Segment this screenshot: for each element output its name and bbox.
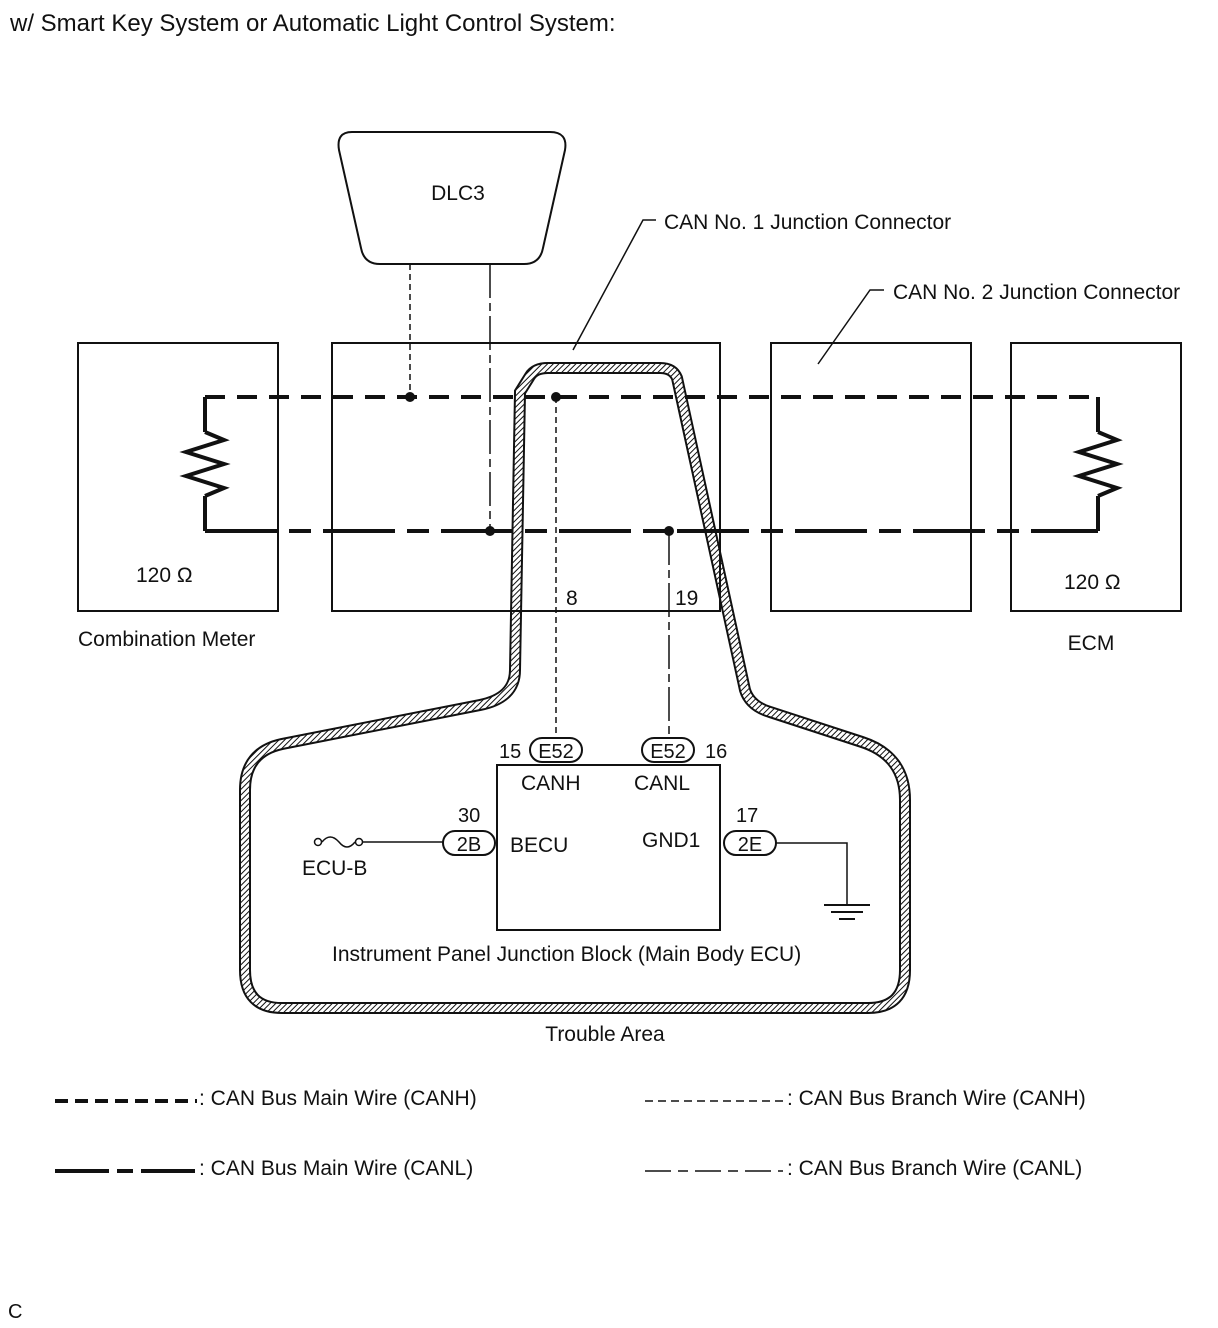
dlc3-label: DLC3 <box>431 182 485 205</box>
ecm-label: ECM <box>1068 632 1115 655</box>
becu-label: BECU <box>510 834 568 857</box>
resistor-right-value: 120 Ω <box>1064 571 1121 594</box>
gnd-pin: 17 <box>736 805 758 827</box>
combination-meter-label: Combination Meter <box>78 628 255 651</box>
connector-e52-canh: E52 <box>529 737 583 763</box>
connector-2e: 2E <box>723 830 777 856</box>
dlc3-connector: DLC3 <box>337 131 567 265</box>
legend-branch-canh: : CAN Bus Branch Wire (CANH) <box>787 1087 1086 1110</box>
ground-icon <box>824 904 870 920</box>
legend-main-canl: : CAN Bus Main Wire (CANL) <box>199 1157 473 1180</box>
connector-e52-canl: E52 <box>641 737 695 763</box>
ecu-canh-label: CANH <box>521 772 581 795</box>
junction-dot-dlc3-canl <box>485 526 495 536</box>
can-jc1-box <box>331 342 721 612</box>
jc1-pin-canl: 19 <box>675 587 698 610</box>
e52-canh-pin: 15 <box>499 741 521 763</box>
fuse-icon <box>313 836 364 848</box>
page-title: w/ Smart Key System or Automatic Light C… <box>9 10 616 37</box>
legend: : CAN Bus Main Wire (CANH) : CAN Bus Bra… <box>55 1087 1086 1180</box>
connector-2b-label: 2B <box>457 834 481 856</box>
combination-meter-box <box>77 342 279 612</box>
gnd1-label: GND1 <box>642 829 700 852</box>
connector-2e-label: 2E <box>738 834 762 856</box>
ecu-canl-label: CANL <box>634 772 690 795</box>
connector-e52-canl-label: E52 <box>650 741 686 763</box>
trouble-area-label: Trouble Area <box>545 1023 665 1046</box>
footnote-label: C <box>8 1301 22 1323</box>
resistor-left-value: 120 Ω <box>136 564 193 587</box>
can-jc1-label: CAN No. 1 Junction Connector <box>664 211 951 234</box>
junction-dot-ecu-canl <box>664 526 674 536</box>
ip-junction-block-label: Instrument Panel Junction Block (Main Bo… <box>332 943 801 966</box>
jc2-leader-line <box>817 289 884 365</box>
junction-dot-ecu-canh <box>551 392 561 402</box>
can-jc2-label: CAN No. 2 Junction Connector <box>893 281 1180 304</box>
legend-branch-canl: : CAN Bus Branch Wire (CANL) <box>787 1157 1082 1180</box>
trouble-area-outline <box>239 362 911 1014</box>
main-body-ecu-box <box>496 764 721 931</box>
ecm-box <box>1010 342 1182 612</box>
ecu-b-label: ECU-B <box>302 857 367 880</box>
legend-main-canh: : CAN Bus Main Wire (CANH) <box>199 1087 477 1110</box>
jc1-pin-canh: 8 <box>566 587 578 610</box>
connector-e52-canh-label: E52 <box>538 741 574 763</box>
ground-wire <box>776 842 848 905</box>
resistor-left <box>179 397 231 531</box>
becu-pin: 30 <box>458 805 480 827</box>
jc1-leader-line <box>572 219 656 351</box>
can-jc2-box <box>770 342 972 612</box>
junction-dot-dlc3-canh <box>405 392 415 402</box>
connector-2b: 2B <box>442 830 496 856</box>
e52-canl-pin: 16 <box>705 741 727 763</box>
resistor-right <box>1072 397 1124 531</box>
